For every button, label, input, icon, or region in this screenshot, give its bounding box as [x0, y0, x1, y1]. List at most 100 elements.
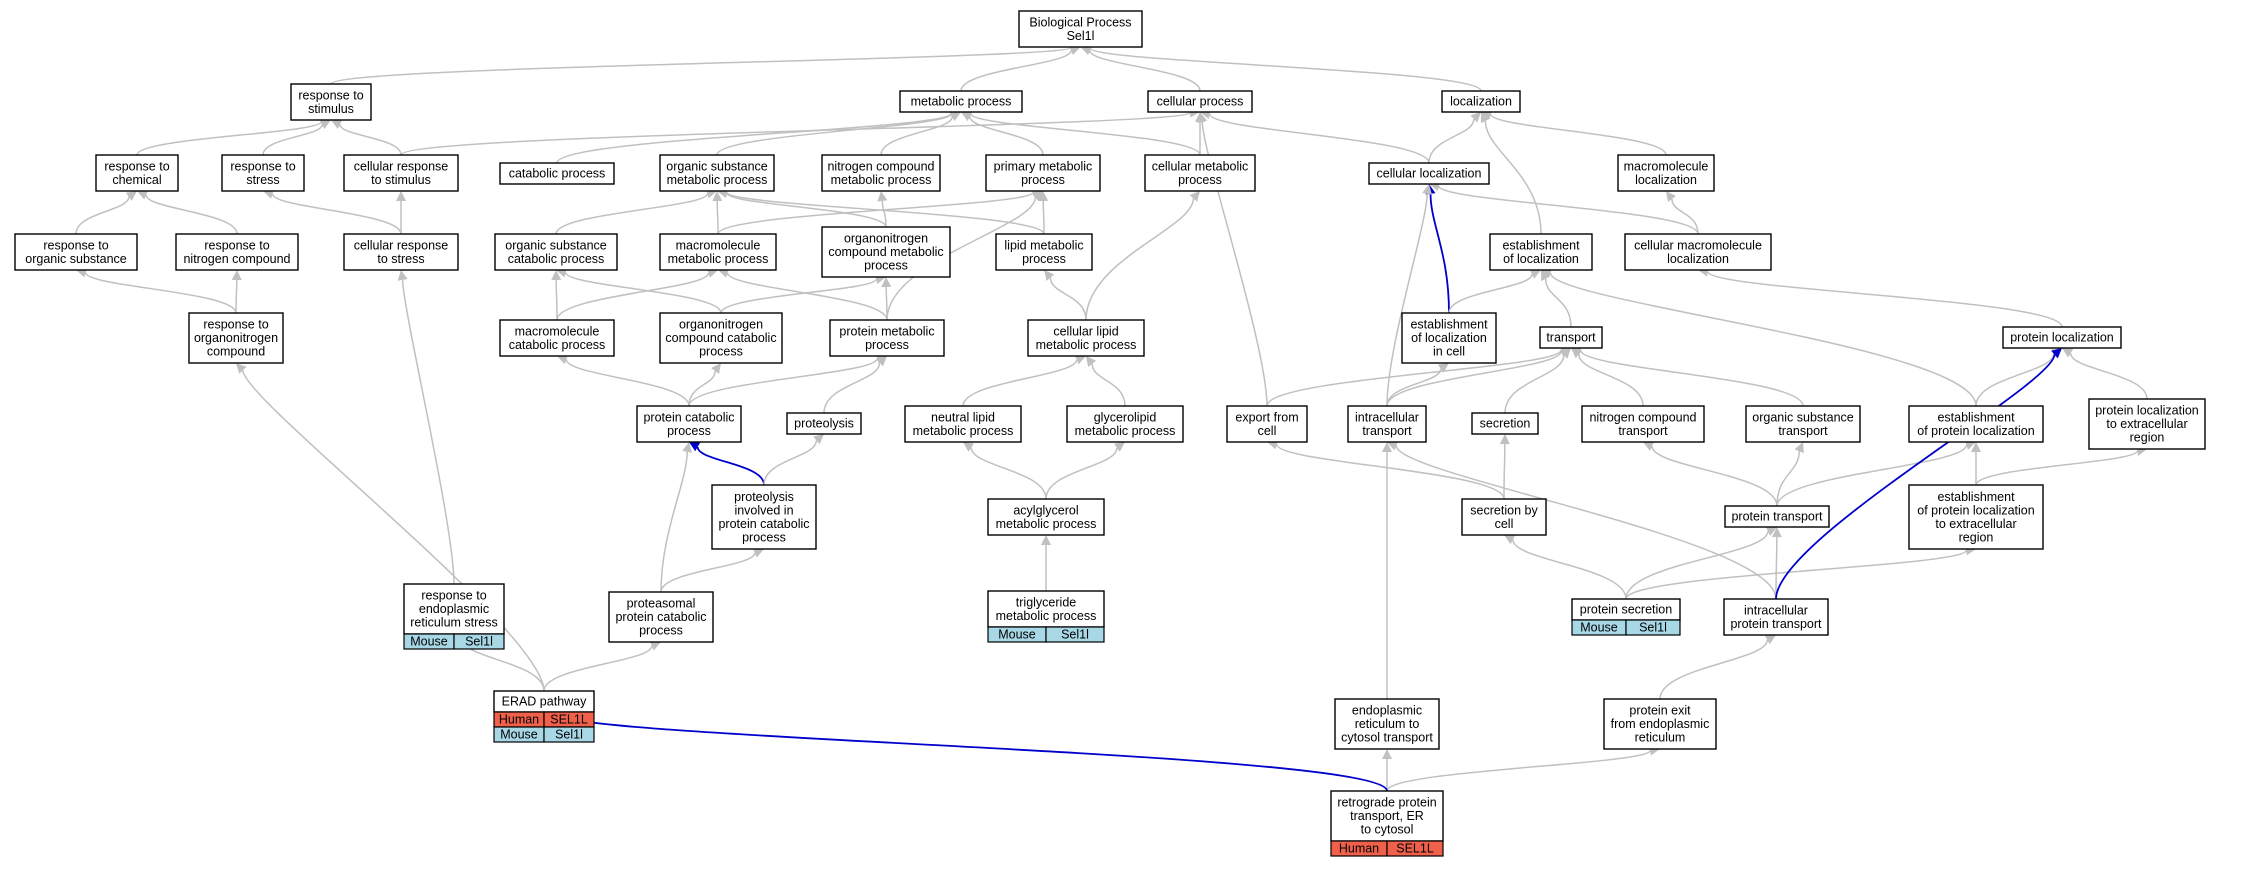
edge-arrowhead	[1771, 527, 1782, 538]
edge-nitro_trans-to-transport	[1578, 354, 1644, 407]
edge-transport-to-estab_loc	[1544, 278, 1572, 328]
node-box	[1461, 498, 1547, 536]
edge-retro-to-erad	[553, 712, 1388, 792]
node-secretion[interactable]: secretion	[1471, 412, 1539, 435]
edge-glycerolipid-to-cell_lipid_met	[1091, 363, 1126, 407]
node-label-line: transport	[1546, 331, 1596, 345]
node-box	[188, 312, 284, 364]
node-label-line: metabolic process	[831, 173, 932, 187]
node-metab[interactable]: metabolic process	[899, 90, 1023, 113]
node-label-line: response to	[43, 238, 108, 252]
node-loc[interactable]: localization	[1441, 90, 1521, 113]
node-box	[343, 154, 459, 192]
node-label-line: organonitrogen	[679, 318, 763, 332]
edge-prot_trans-to-estab_prot_loc	[1776, 444, 1968, 507]
node-transport[interactable]: transport	[1539, 326, 1603, 349]
node-label-line: transport	[1618, 424, 1668, 438]
edge-estab_prot_loc-to-prot_loc	[1975, 353, 2055, 407]
node-label-line: chemical	[112, 173, 161, 187]
edge-arrowhead	[1971, 442, 1981, 452]
node-cellproc[interactable]: cellular process	[1147, 90, 1253, 113]
node-label-line: establishment	[1502, 238, 1580, 252]
node-label-line: establishment	[1410, 318, 1488, 332]
node-proteolysis[interactable]: proteolysis	[786, 412, 862, 435]
node-cell-loc[interactable]: cellular localization	[1368, 162, 1490, 185]
edge-cellproc-to-bp	[1089, 50, 1201, 92]
gene-label: SEL1L	[1396, 842, 1434, 856]
node-box	[494, 233, 618, 271]
node-catab[interactable]: catabolic process	[499, 162, 615, 185]
edge-arrowhead	[1643, 441, 1655, 451]
node-label-line: nitrogen compound	[827, 159, 934, 173]
node-label-line: compound	[207, 345, 265, 359]
edge-prot_cat-to-macro_cat	[565, 359, 690, 407]
edge-orgnitro_cat-to-orgnitro_met	[720, 278, 877, 314]
node-label-line: Sel1l	[1067, 29, 1095, 43]
node-label-line: cellular response	[354, 238, 449, 252]
node-prot-loc[interactable]: protein localization	[2002, 326, 2122, 349]
node-prot-trans[interactable]: protein transport	[1724, 505, 1830, 528]
edge-resp_chem-to-resp_stim	[136, 121, 322, 156]
node-label-line: nitrogen compound	[1589, 410, 1696, 424]
node-box	[985, 154, 1101, 192]
species-label: Mouse	[1580, 621, 1618, 635]
edge-resp_orgnitro-to-resp_nitro	[235, 279, 238, 314]
edge-secretion-to-transport	[1504, 354, 1565, 414]
node-label-line: localization	[1450, 95, 1512, 109]
node-box	[1908, 484, 2044, 550]
node-label-line: response to	[298, 88, 363, 102]
edge-resp_nitro-to-resp_chem	[145, 194, 238, 235]
node-label-line: process	[639, 624, 683, 638]
species-label: Human	[499, 713, 539, 727]
node-box	[904, 405, 1022, 443]
